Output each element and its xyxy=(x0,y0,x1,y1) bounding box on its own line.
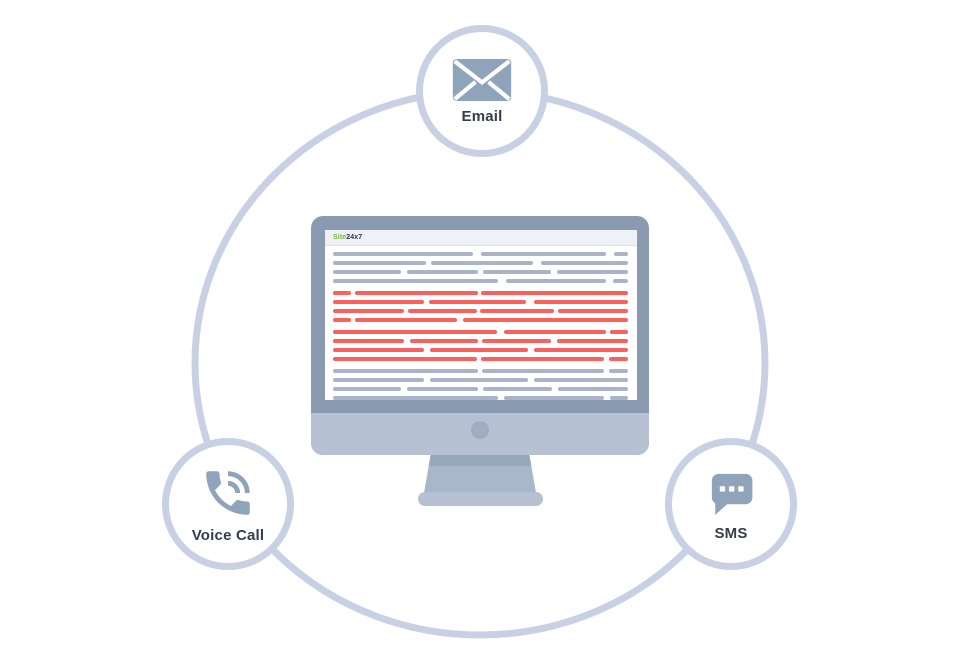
screen-header: Site24x7 xyxy=(325,230,637,246)
text-line-group xyxy=(333,252,628,283)
text-line-row xyxy=(333,387,628,391)
text-line-row xyxy=(333,357,628,361)
text-line-segment xyxy=(533,348,628,352)
monitor-stand-base xyxy=(418,492,543,506)
text-line-segment xyxy=(533,378,628,382)
voice-call-icon xyxy=(206,471,250,515)
text-line-segment xyxy=(557,270,628,274)
text-line-segment xyxy=(428,300,526,304)
text-line-row xyxy=(333,339,628,343)
text-line-group xyxy=(333,291,628,322)
text-line-segment xyxy=(333,369,478,373)
text-line-row xyxy=(333,270,628,274)
text-line-segment xyxy=(333,387,402,391)
text-line-segment xyxy=(533,300,628,304)
text-line-row xyxy=(333,252,628,256)
text-line-segment xyxy=(430,378,528,382)
text-line-segment xyxy=(430,348,528,352)
text-line-segment xyxy=(557,339,628,343)
text-line-segment xyxy=(481,339,552,343)
text-line-row xyxy=(333,309,628,313)
text-line-segment xyxy=(481,252,607,256)
text-line-segment xyxy=(333,339,404,343)
screen-body xyxy=(325,246,637,400)
text-line-segment xyxy=(333,279,499,283)
text-line-segment xyxy=(506,279,607,283)
text-line-row xyxy=(333,318,628,322)
monitor: Site24x7 xyxy=(311,216,649,455)
text-line-segment xyxy=(557,309,628,313)
text-line-segment xyxy=(333,261,427,265)
text-line-segment xyxy=(406,270,478,274)
text-line-segment xyxy=(333,330,498,334)
monitor-screen: Site24x7 xyxy=(325,230,637,400)
logo-prefix: Site xyxy=(333,234,347,241)
text-line-segment xyxy=(483,270,552,274)
text-line-segment xyxy=(333,300,425,304)
text-line-segment xyxy=(430,261,533,265)
sms-icon xyxy=(711,473,753,515)
text-line-segment xyxy=(333,396,499,400)
text-line-segment xyxy=(462,318,628,322)
monitor-stand-neck xyxy=(424,448,536,493)
monitor-chin xyxy=(311,413,649,455)
channel-email-label: Email xyxy=(461,108,503,125)
text-line-segment xyxy=(409,339,478,343)
channel-voice-call: Voice Call xyxy=(162,438,294,570)
text-line-row xyxy=(333,261,628,265)
text-line-row xyxy=(333,378,628,382)
text-line-segment xyxy=(608,369,628,373)
text-line-segment xyxy=(482,387,553,391)
logo-suffix: 24x7 xyxy=(346,234,363,241)
text-line-segment xyxy=(540,261,628,265)
text-line-segment xyxy=(333,357,478,361)
text-line-row xyxy=(333,291,628,295)
text-line-segment xyxy=(610,396,628,400)
text-line-row xyxy=(333,396,628,400)
text-line-segment xyxy=(408,309,477,313)
text-line-segment xyxy=(333,252,474,256)
monitor-stand-shadow xyxy=(424,455,536,466)
text-line-group xyxy=(333,369,628,400)
text-line-segment xyxy=(610,330,628,334)
text-line-segment xyxy=(333,348,424,352)
text-line-row xyxy=(333,279,628,283)
text-line-segment xyxy=(608,357,628,361)
text-line-group xyxy=(333,330,628,361)
text-line-segment xyxy=(479,309,554,313)
text-line-row xyxy=(333,300,628,304)
text-line-segment xyxy=(354,291,478,295)
text-line-segment xyxy=(333,378,425,382)
text-line-segment xyxy=(333,270,401,274)
channel-email: Email xyxy=(416,25,548,157)
text-line-segment xyxy=(333,318,351,322)
monitor-chin-dot xyxy=(471,421,489,439)
text-line-segment xyxy=(407,387,479,391)
text-line-row xyxy=(333,369,628,373)
text-line-segment xyxy=(614,252,628,256)
text-line-segment xyxy=(504,396,605,400)
text-line-segment xyxy=(333,309,404,313)
text-line-row xyxy=(333,348,628,352)
text-line-segment xyxy=(355,318,457,322)
text-line-segment xyxy=(481,369,605,373)
text-line-segment xyxy=(504,330,606,334)
text-line-segment xyxy=(481,291,628,295)
channel-voice-call-label: Voice Call xyxy=(191,527,265,544)
channel-sms-label: SMS xyxy=(714,525,748,542)
text-line-row xyxy=(333,330,628,334)
text-line-segment xyxy=(613,279,628,283)
channel-sms: SMS xyxy=(665,438,797,570)
text-line-segment xyxy=(481,357,605,361)
text-line-segment xyxy=(333,291,351,295)
email-icon xyxy=(452,59,512,101)
site24x7-logo: Site24x7 xyxy=(333,230,362,245)
text-line-segment xyxy=(558,387,628,391)
